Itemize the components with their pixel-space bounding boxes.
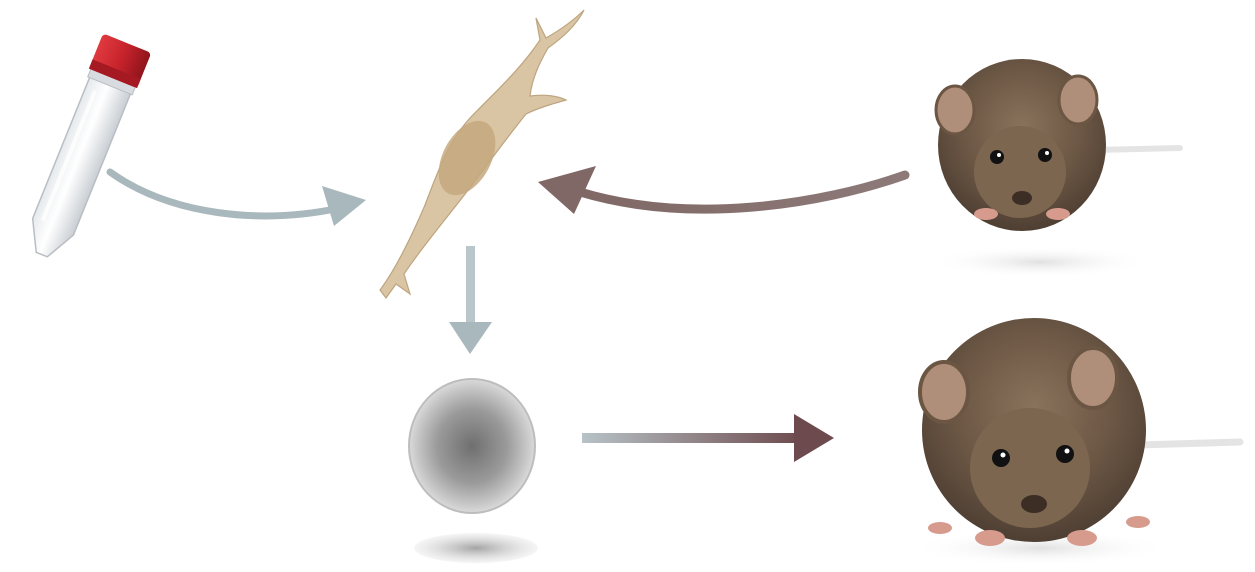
arrow-round-cell-to-mouse [582, 414, 834, 462]
elongated-cell-icon [380, 10, 584, 298]
round-cell-icon [409, 379, 538, 563]
arrow-cell-to-round-cell [449, 246, 492, 354]
arrow-tube-to-cell [110, 172, 366, 226]
arrow-mouse-to-cell [538, 166, 905, 214]
mouse-icon-small [930, 59, 1180, 278]
test-tube-icon [18, 33, 152, 264]
mouse-icon-large [910, 318, 1240, 566]
